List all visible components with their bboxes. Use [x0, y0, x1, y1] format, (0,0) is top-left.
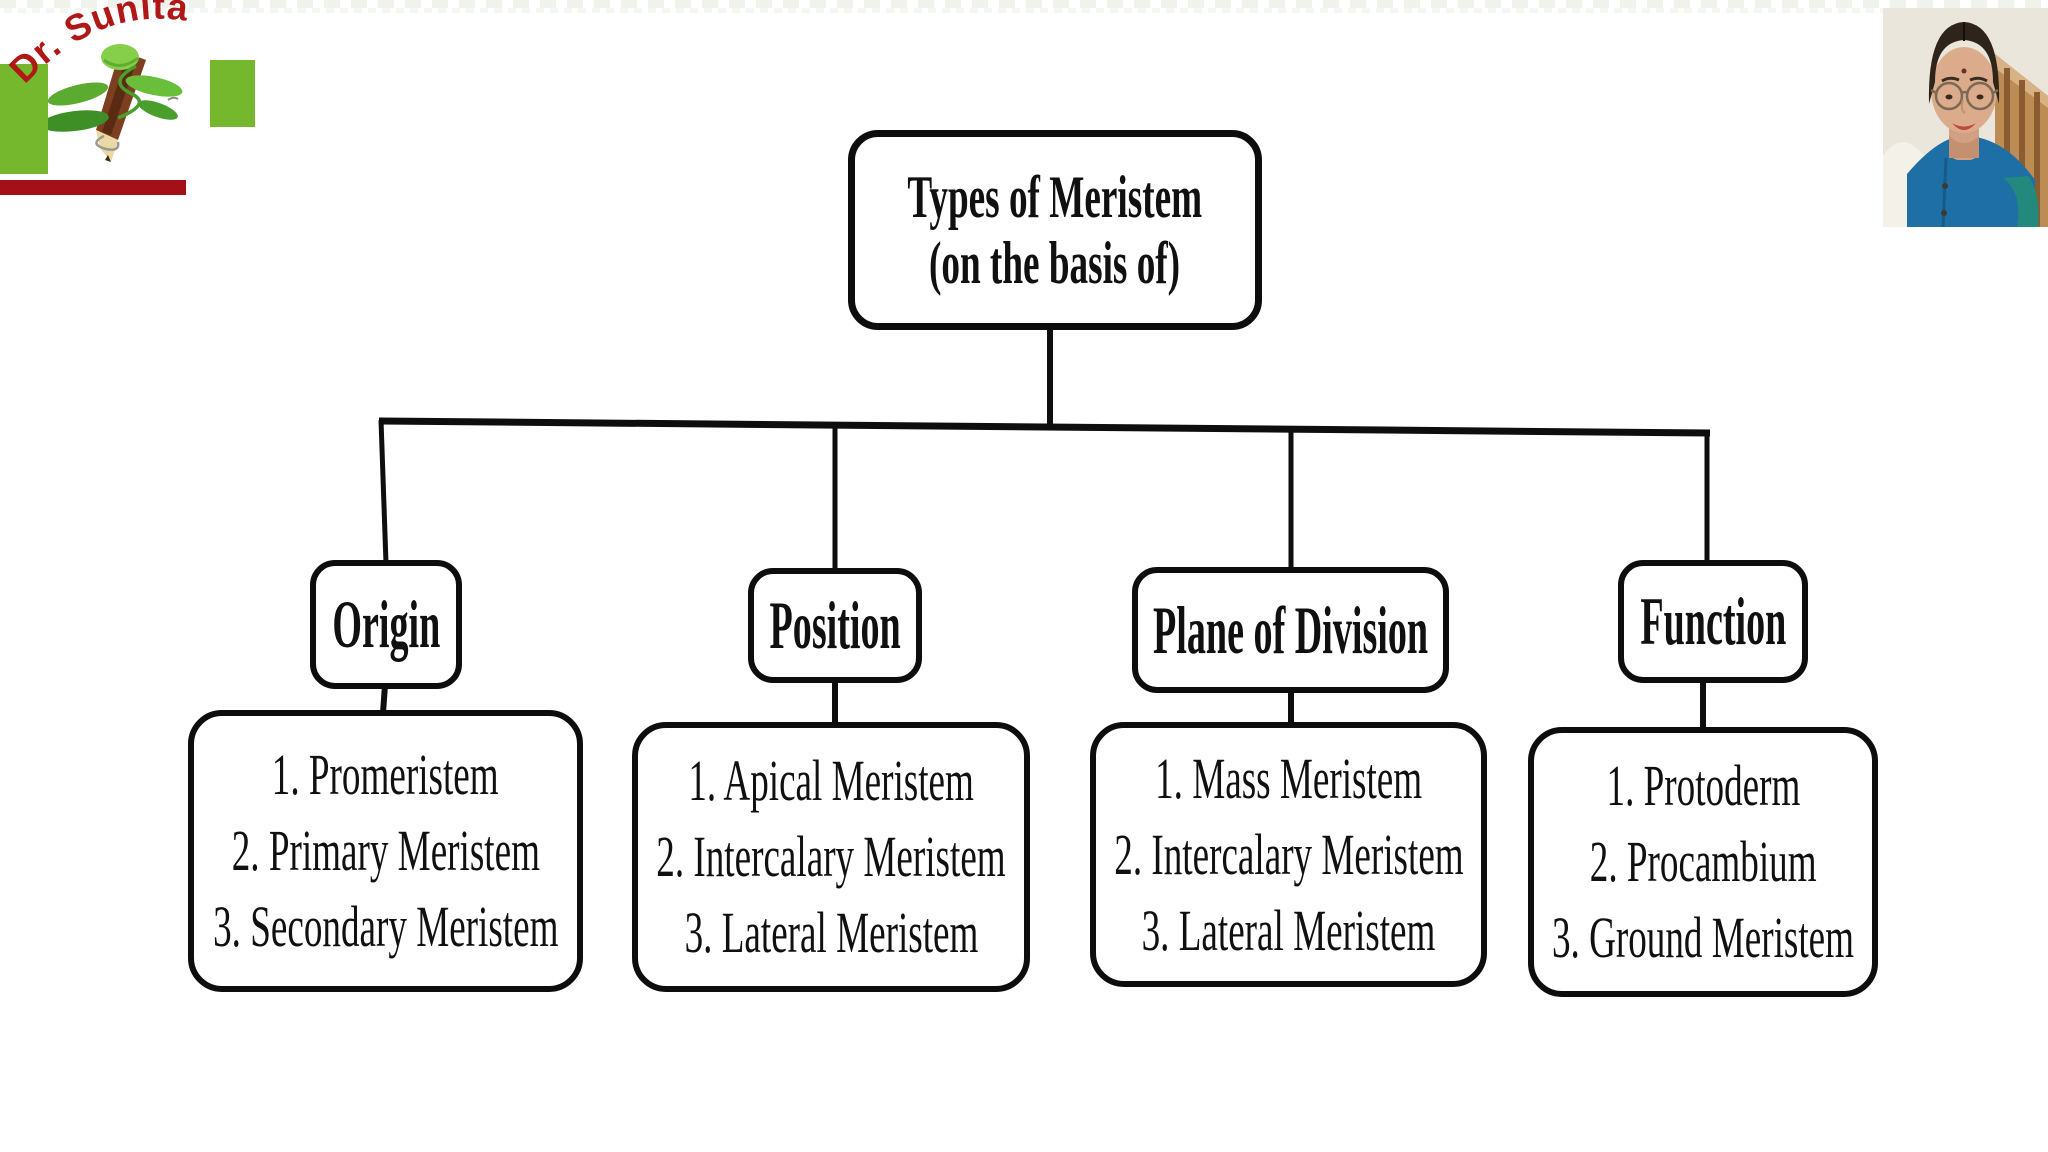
node-plane-of-division: Plane of Division — [1132, 567, 1449, 693]
pencil-plant-icon — [48, 44, 183, 162]
svg-text:Dr. Sunita: Dr. Sunita — [8, 0, 191, 91]
node-origin: Origin — [310, 560, 462, 689]
list-item: 2. Intercalary Meristem — [656, 824, 1006, 889]
brand-plant-plate — [48, 44, 188, 178]
brand-name-arc: Dr. Sunita — [8, 0, 191, 91]
root-subtitle: (on the basis of) — [929, 230, 1181, 296]
list-item: 3. Ground Meristem — [1551, 905, 1855, 970]
node-plane-of-division-list: 1. Mass Meristem 2. Intercalary Meristem… — [1090, 722, 1487, 987]
node-origin-list: 1. Promeristem 2. Primary Meristem 3. Se… — [188, 710, 583, 992]
category-label: Function — [1639, 583, 1787, 659]
list-item: 3. Secondary Meristem — [212, 894, 559, 959]
list-item: 1. Promeristem — [272, 742, 499, 807]
list-item: 3. Lateral Meristem — [1141, 897, 1436, 963]
brand-green-block-right — [210, 60, 255, 127]
list-item: 1. Apical Meristem — [688, 748, 974, 813]
node-position-list: 1. Apical Meristem 2. Intercalary Merist… — [632, 722, 1030, 992]
node-types-of-meristem: Types of Meristem (on the basis of) — [848, 130, 1262, 330]
category-label: Plane of Division — [1152, 591, 1429, 668]
node-function: Function — [1618, 560, 1808, 683]
brand-red-bar — [0, 180, 186, 195]
list-item: 1. Mass Meristem — [1154, 745, 1423, 811]
webcam-photo — [1883, 8, 2048, 227]
category-label: Origin — [332, 586, 440, 662]
list-item: 2. Primary Meristem — [231, 818, 540, 883]
list-item: 1. Protoderm — [1606, 753, 1800, 818]
glasses — [1930, 81, 1999, 111]
presenter — [1883, 22, 2039, 227]
brand-logo: Dr. Sunita — [0, 0, 270, 205]
brand-green-block-left — [0, 64, 48, 174]
root-title: Types of Meristem — [907, 164, 1203, 230]
node-position: Position — [748, 568, 922, 683]
list-item: 2. Intercalary Meristem — [1113, 821, 1464, 887]
top-edge-decoration — [0, 0, 2048, 13]
list-item: 2. Procambium — [1589, 829, 1817, 894]
node-function-list: 1. Protoderm 2. Procambium 3. Ground Mer… — [1528, 727, 1878, 997]
category-label: Position — [769, 587, 901, 663]
brand-name-text: Dr. Sunita — [8, 0, 190, 91]
list-item: 3. Lateral Meristem — [684, 900, 978, 965]
